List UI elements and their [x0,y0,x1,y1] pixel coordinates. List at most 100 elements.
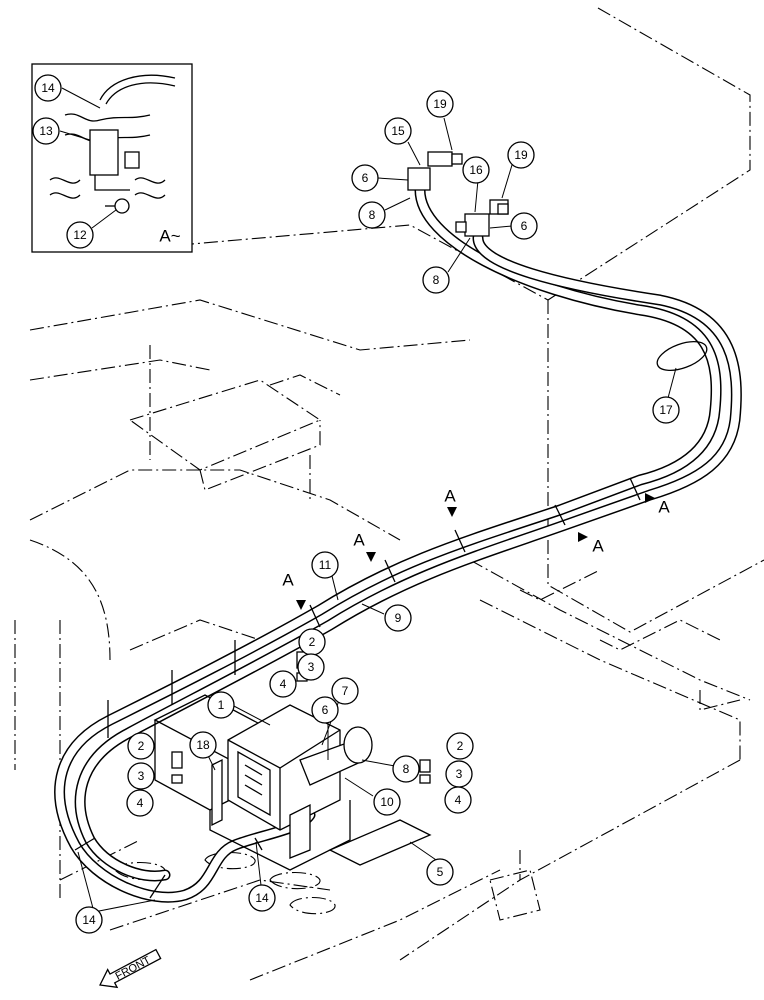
front-label: FRONT [114,954,153,983]
callout-bubble [462,156,490,184]
callout-bubble [351,164,379,192]
callout-bubble [189,731,217,759]
callout-number: 2 [457,739,464,753]
callout-bubble [297,653,325,681]
callout-number: 7 [342,684,349,698]
callout-number: 3 [308,660,315,674]
callout-c8c: 8 [392,755,420,783]
callout-c2a: 2 [298,628,326,656]
callout-number: 6 [322,703,329,717]
callout-number: 13 [39,124,53,138]
callout-c18: 18 [189,731,217,759]
callout-c19b: 19 [507,141,535,169]
callout-bubble [358,201,386,229]
callout-c11: 11 [311,551,339,579]
callout-c2b: 2 [127,732,155,760]
callout-c14-inset: 14 [34,74,62,102]
callout-bubble [392,755,420,783]
callout-bubble [207,691,235,719]
callout-c19a: 19 [426,90,454,118]
callout-number: 6 [362,171,369,185]
callout-bubble [507,141,535,169]
callout-number: 10 [380,795,394,809]
callout-number: 8 [433,273,440,287]
callout-number: 5 [437,865,444,879]
callout-c13: 13 [32,117,60,145]
callout-c12: 12 [66,221,94,249]
callout-c10: 10 [373,788,401,816]
view-marker-a: A [444,487,456,506]
callout-number: 16 [469,163,483,177]
callout-c8b: 8 [422,266,450,294]
callout-bubble [248,884,276,912]
callout-bubble [32,117,60,145]
view-marker-a: A [282,571,294,590]
view-marker-a: A [658,498,670,517]
callout-bubble [127,732,155,760]
callout-bubble [75,906,103,934]
callout-number: 19 [433,97,447,111]
callout-number: 3 [456,767,463,781]
background-outlines [14,7,764,981]
callout-c3c: 3 [445,760,473,788]
callout-bubble [426,90,454,118]
callout-number: 2 [138,739,145,753]
callout-number: 14 [255,891,269,905]
callout-c6a: 6 [351,164,379,192]
callout-bubble [510,212,538,240]
callout-number: 4 [280,677,287,691]
callout-c17: 17 [652,396,680,424]
callout-c2c: 2 [446,732,474,760]
callout-c16: 16 [462,156,490,184]
callout-bubble [66,221,94,249]
callout-number: 14 [82,913,96,927]
callout-c14b: 14 [248,884,276,912]
callout-number: 4 [137,796,144,810]
callout-bubble [311,696,339,724]
callout-number: 1 [218,698,225,712]
callout-number: 3 [138,769,145,783]
callout-number: 4 [455,793,462,807]
inset-view-a: A~ [31,63,193,253]
callout-number: 8 [403,762,410,776]
callout-bubble [373,788,401,816]
callout-bubble [34,74,62,102]
callout-number: 8 [369,208,376,222]
callout-bubble [331,677,359,705]
view-marker-a: A [353,531,365,550]
inset-label: A~ [159,227,180,246]
callout-c6b: 6 [510,212,538,240]
callout-bubble [384,117,412,145]
callout-bubble [422,266,450,294]
callout-c4c: 4 [444,786,472,814]
callout-c7: 7 [331,677,359,705]
callout-c5: 5 [426,858,454,886]
callout-bubble [426,858,454,886]
callout-number: 2 [309,635,316,649]
callout-bubble [446,732,474,760]
front-direction-arrow: FRONT [99,948,162,989]
callout-number: 11 [319,558,332,572]
callout-c8a: 8 [358,201,386,229]
callout-c14a: 14 [75,906,103,934]
callout-layer: 1413121519681619681711923417681823423410… [32,74,680,934]
callout-bubble [652,396,680,424]
callout-c6c: 6 [311,696,339,724]
nozzle-fittings [407,151,509,237]
callout-number: 12 [73,228,87,242]
callout-number: 14 [41,81,55,95]
callout-c4a: 4 [269,670,297,698]
callout-c15: 15 [384,117,412,145]
callout-bubble [384,604,412,632]
callout-c1: 1 [207,691,235,719]
callout-bubble [444,786,472,814]
callout-c3a: 3 [297,653,325,681]
callout-number: 19 [514,148,528,162]
callout-number: 17 [659,403,673,417]
callout-number: 15 [391,124,405,138]
callout-c3b: 3 [127,762,155,790]
view-markers: A A A A A [282,487,670,610]
callout-c4b: 4 [126,789,154,817]
view-marker-a: A [592,537,604,556]
